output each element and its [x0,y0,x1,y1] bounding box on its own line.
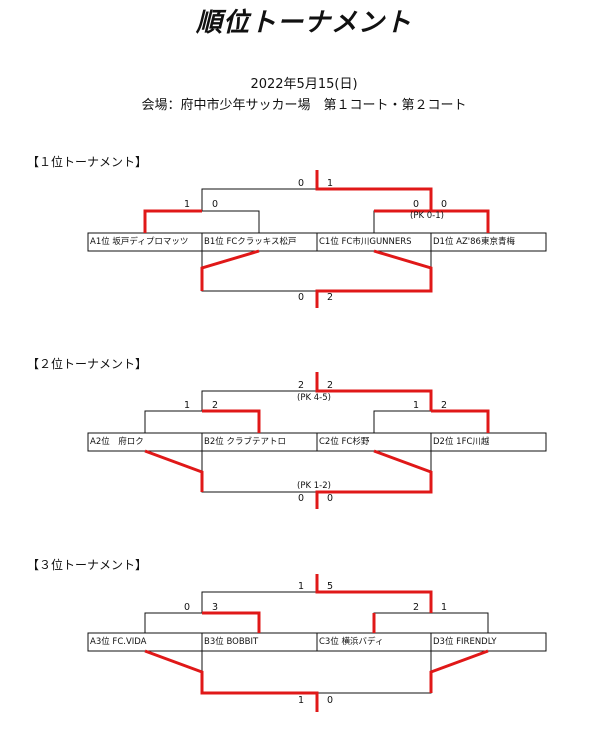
t3-third-path [429,649,489,693]
t3-semi1-score-right: 3 [212,602,219,613]
t3-semi2-score-right: 1 [441,602,448,613]
t1-final-winner [315,170,433,211]
t3-third-score-left: 1 [298,695,305,706]
t3-semi2-score-left: 2 [413,602,420,613]
t2-semi1-score-left: 1 [184,400,191,411]
t2-third-score-right: 0 [327,493,334,504]
t2-third-path [144,449,204,492]
t2-third-score-left: 0 [298,493,305,504]
t2-final-score-left: 2 [298,380,305,391]
t1-semi2-pk: (PK 0-1) [410,211,444,221]
t1-semi1-score-right: 0 [212,199,219,210]
t1-third-score-right: 2 [327,292,334,303]
tournament-3-semi1-bracket [144,612,260,633]
t2-semi2-winner [431,409,490,433]
t2-semi2-score-left: 1 [413,400,420,411]
t1-semi2-winner [374,209,490,233]
tournament-3-third-bracket [201,651,432,694]
t1-third-winner [315,249,433,308]
team-d1: D1位 AZ'86東京青梅 [433,237,515,247]
t2-semi2-score-right: 2 [441,400,448,411]
tournament-1-semi1-bracket [144,210,260,233]
t1-semi2-score-right: 0 [441,199,448,210]
team-a3: A3位 FC.VIDA [90,637,147,647]
t2-semi1-score-right: 2 [212,400,219,411]
t3-semi1-score-left: 0 [184,602,191,613]
t1-final-score-left: 0 [298,178,305,189]
t1-final-score-right: 1 [327,178,334,189]
tournament-3-semi2-bracket [373,612,489,633]
t3-final-winner [315,574,433,613]
section-heading-3rd: 【３位トーナメント】 [27,558,148,572]
t2-third-pk: (PK 1-2) [297,481,331,491]
team-b1: B1位 FCクラッキス松戸 [204,237,297,247]
t1-semi2-score-left: 0 [413,199,420,210]
team-a2: A2位 府ロク [90,437,144,447]
t2-final-winner [315,372,433,411]
team-b3: B3位 BOBBIT [204,637,259,647]
t3-final-score-right: 5 [327,581,334,592]
t1-semi1-score-left: 1 [184,199,191,210]
t1-third-path [200,249,260,291]
t3-semi1-winner [202,611,261,633]
t2-final-pk: (PK 4-5) [297,393,331,403]
tournament-1-final-bracket [201,188,432,211]
team-d2: D2位 1FC川越 [433,437,490,447]
tournament-2-semi2-bracket [373,410,489,433]
t1-third-score-left: 0 [298,292,305,303]
section-heading-2nd: 【２位トーナメント】 [27,357,148,371]
bracket-winner-lines [143,170,490,712]
t3-final-score-left: 1 [298,581,305,592]
t1-semi1-winner [143,209,202,233]
team-c2: C2位 FC杉野 [319,437,370,447]
team-a1: A1位 坂戸ディプロマッツ [90,237,189,247]
t2-semi1-winner [202,409,261,433]
t2-final-score-right: 2 [327,380,334,391]
team-b2: B2位 クラブテアトロ [204,437,286,447]
team-c1: C1位 FC市川GUNNERS [319,237,412,247]
t2-third-winner [315,449,433,509]
event-venue: 会場：府中市少年サッカー場 第１コート・第２コート [141,98,467,113]
t3-third-winner [144,649,319,712]
page-title: 順位トーナメント [195,8,412,38]
team-c3: C3位 横浜バディ [319,637,384,647]
team-d3: D3位 FIRENDLY [433,637,497,647]
tournament-2-semi1-bracket [144,410,260,433]
section-heading-1st: 【１位トーナメント】 [27,155,148,169]
event-date: 2022年5月15(日) [250,77,358,92]
t3-third-score-right: 0 [327,695,334,706]
tournament-3-final-bracket [201,591,432,613]
